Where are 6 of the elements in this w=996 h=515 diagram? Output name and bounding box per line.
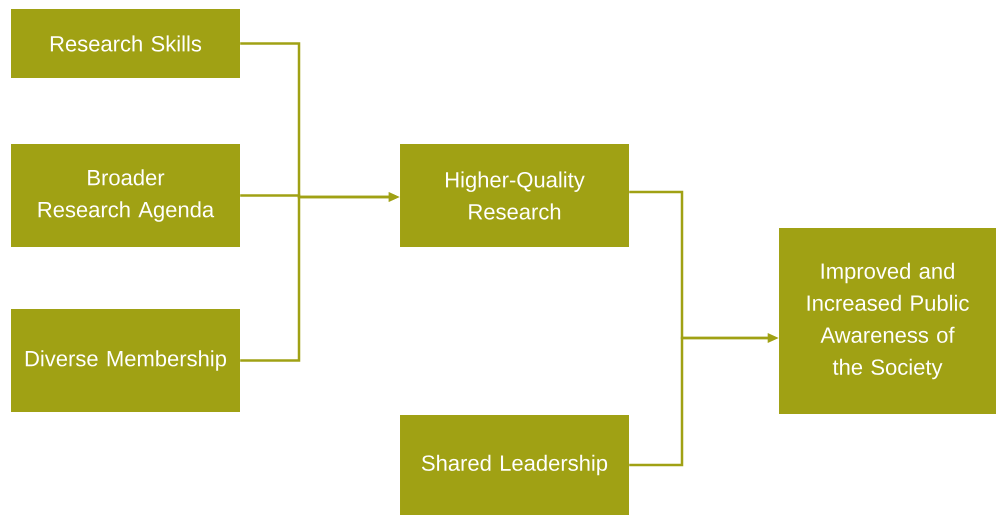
process-box: Diverse Membership	[11, 309, 240, 412]
process-box: Research Skills	[11, 9, 240, 78]
process-box: Improved and Increased Public Awareness of the Society	[779, 228, 996, 414]
process-box: Shared Leadership	[400, 415, 629, 515]
process-box: Higher-Quality Research	[400, 144, 629, 247]
process-box: Broader Research Agenda	[11, 144, 240, 247]
